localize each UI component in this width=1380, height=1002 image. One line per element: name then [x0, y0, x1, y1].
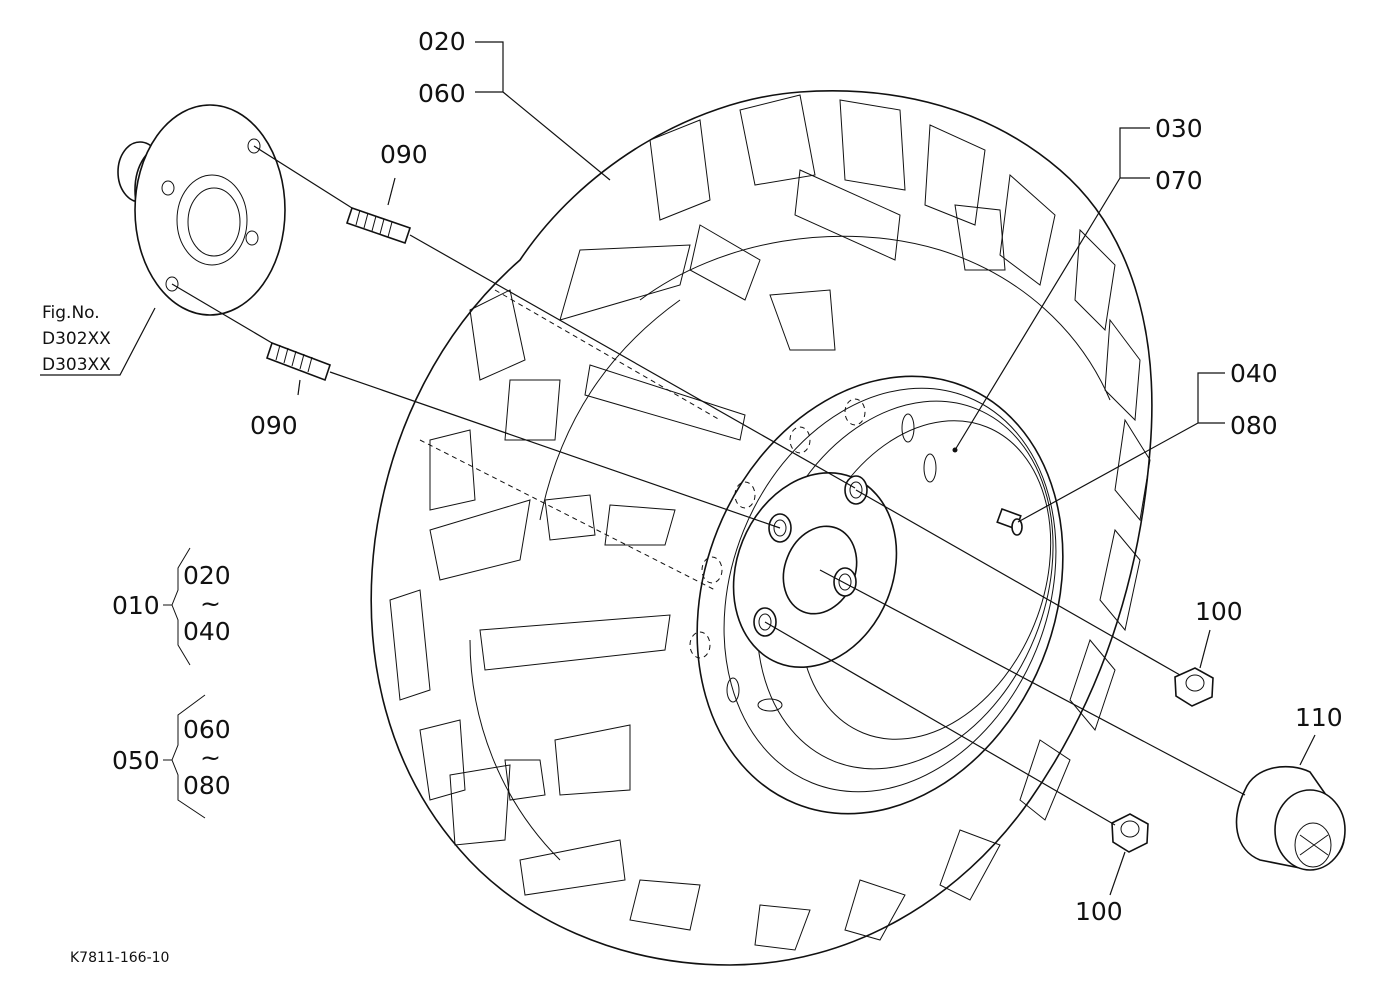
- figure-ref-heading: Fig.No.: [42, 303, 100, 323]
- label-rim[interactable]: 030: [1155, 114, 1203, 143]
- assembly-id-1[interactable]: 010: [112, 591, 160, 620]
- wheel-hub: [117, 104, 286, 316]
- figure-ref-1[interactable]: D302XX: [42, 329, 111, 349]
- figure-ref-2[interactable]: D303XX: [42, 355, 111, 375]
- hub-cap: [1235, 765, 1346, 871]
- assembly-tilde-2: ~: [200, 743, 221, 772]
- label-nut-upper[interactable]: 100: [1195, 597, 1243, 626]
- assembly-tilde-1: ~: [200, 589, 221, 618]
- assembly-brackets: [163, 547, 206, 819]
- valve-stem: [996, 507, 1023, 536]
- label-stud-lower[interactable]: 090: [250, 411, 298, 440]
- label-nut-lower[interactable]: 100: [1075, 897, 1123, 926]
- label-cap[interactable]: 110: [1295, 703, 1343, 732]
- lug-nut-lower: [1111, 813, 1149, 853]
- label-tire-alt[interactable]: 060: [418, 79, 466, 108]
- label-rim-alt[interactable]: 070: [1155, 166, 1203, 195]
- drawing-code: K7811-166-10: [70, 950, 169, 966]
- leader-lines: [40, 41, 1316, 896]
- assembly-id-2[interactable]: 050: [112, 746, 160, 775]
- label-stud-upper[interactable]: 090: [380, 140, 428, 169]
- stud-upper: [345, 206, 412, 245]
- rim: [689, 375, 1064, 815]
- assembly-from-2: 060: [183, 715, 231, 744]
- lug-nut-upper: [1174, 667, 1214, 707]
- assembly-to-2: 080: [183, 771, 231, 800]
- stud-lower: [265, 341, 332, 382]
- assembly-from-1: 020: [183, 561, 231, 590]
- assembly-to-1: 040: [183, 617, 231, 646]
- label-valve-alt[interactable]: 080: [1230, 411, 1278, 440]
- label-valve[interactable]: 040: [1230, 359, 1278, 388]
- label-tire[interactable]: 020: [418, 27, 466, 56]
